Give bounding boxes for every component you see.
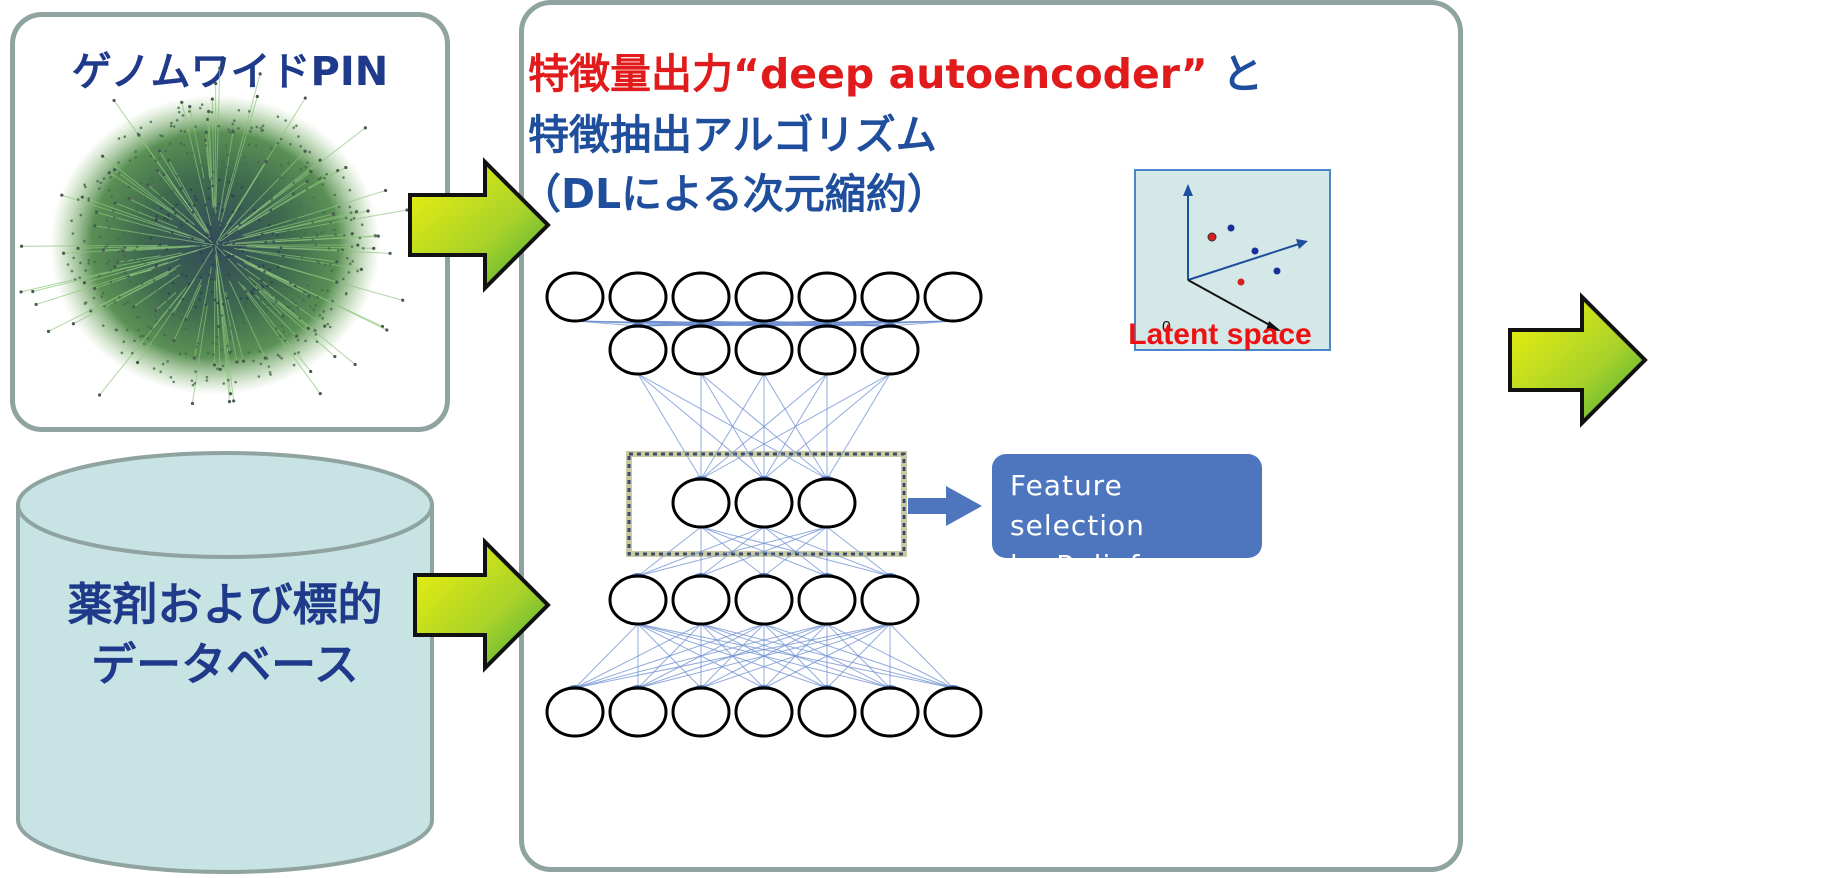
- latent-space-plot: [1134, 169, 1331, 351]
- network-node: [797, 574, 857, 626]
- network-node: [671, 686, 731, 738]
- network-node: [797, 271, 857, 323]
- heading-line2: 特徴抽出アルゴリズム: [528, 111, 937, 159]
- network-edge: [637, 526, 702, 577]
- network-edge: [574, 623, 891, 689]
- network-node: [860, 324, 920, 376]
- network-node: [671, 324, 731, 376]
- network-edge: [637, 526, 828, 577]
- feature-selection-line1: Feature selection: [1010, 469, 1145, 542]
- network-node: [734, 686, 794, 738]
- network-edge: [826, 526, 891, 577]
- network-node: [608, 324, 668, 376]
- latent-space-label: Latent space: [1128, 318, 1312, 351]
- database-line2: データベース: [91, 638, 359, 691]
- pin-network-image: [19, 66, 409, 406]
- heading-line3: （DLによる次元縮約）: [520, 170, 948, 218]
- database-line1: 薬剤および標的: [67, 578, 383, 631]
- network-edge: [574, 623, 639, 689]
- network-node: [734, 271, 794, 323]
- feature-selection-box: Feature selection by Relief algorithm: [992, 454, 1262, 622]
- network-node: [734, 477, 794, 529]
- autoencoder-edges: [574, 320, 954, 689]
- network-node: [608, 271, 668, 323]
- heading-line1: 特徴量出力“deep autoencoder” と: [528, 40, 1263, 100]
- network-node: [797, 477, 857, 529]
- network-node: [608, 574, 668, 626]
- network-edge: [700, 373, 765, 480]
- network-edge: [574, 623, 765, 689]
- network-node: [608, 686, 668, 738]
- network-node: [797, 324, 857, 376]
- network-edge: [763, 526, 828, 577]
- network-edge: [889, 320, 954, 327]
- network-edge: [826, 373, 891, 480]
- latent-origin-label: 0: [1162, 319, 1171, 336]
- arrow-pin-to-encoder-icon: [408, 157, 551, 293]
- network-edge: [700, 623, 891, 689]
- network-edge: [574, 623, 828, 689]
- arrow-output-icon: [1508, 292, 1648, 428]
- network-edge: [700, 373, 828, 480]
- network-edge: [826, 623, 891, 689]
- network-edge: [763, 373, 891, 480]
- network-node: [860, 686, 920, 738]
- network-edge: [637, 373, 702, 480]
- network-node: [860, 271, 920, 323]
- network-edge: [700, 526, 828, 577]
- network-edge: [637, 623, 891, 689]
- network-node: [734, 574, 794, 626]
- network-node: [545, 271, 605, 323]
- network-edge: [889, 623, 954, 689]
- network-node: [545, 686, 605, 738]
- network-node: [923, 686, 983, 738]
- network-node: [860, 574, 920, 626]
- autoencoder-nodes: [545, 271, 983, 738]
- autoencoder-panel: [519, 0, 1463, 872]
- network-edge: [700, 373, 891, 480]
- network-edge: [763, 623, 891, 689]
- arrow-db-to-encoder-icon: [413, 537, 551, 673]
- network-node: [734, 324, 794, 376]
- pin-title: ゲノムワイドPIN: [71, 49, 389, 95]
- network-node: [671, 271, 731, 323]
- database-label: 薬剤および標的 データベース: [18, 575, 432, 695]
- network-node: [671, 477, 731, 529]
- network-node: [797, 686, 857, 738]
- arrow-to-feature-selection-icon: [908, 486, 982, 526]
- feature-selection-line2: by Relief algorithm: [1010, 549, 1155, 622]
- network-node: [923, 271, 983, 323]
- network-node: [671, 574, 731, 626]
- heading-highlight: 特徴量出力“deep autoencoder”: [528, 50, 1208, 98]
- database-cylinder: [16, 451, 434, 874]
- heading-suffix: と: [1207, 50, 1263, 98]
- network-edge: [574, 623, 702, 689]
- network-edge: [637, 526, 765, 577]
